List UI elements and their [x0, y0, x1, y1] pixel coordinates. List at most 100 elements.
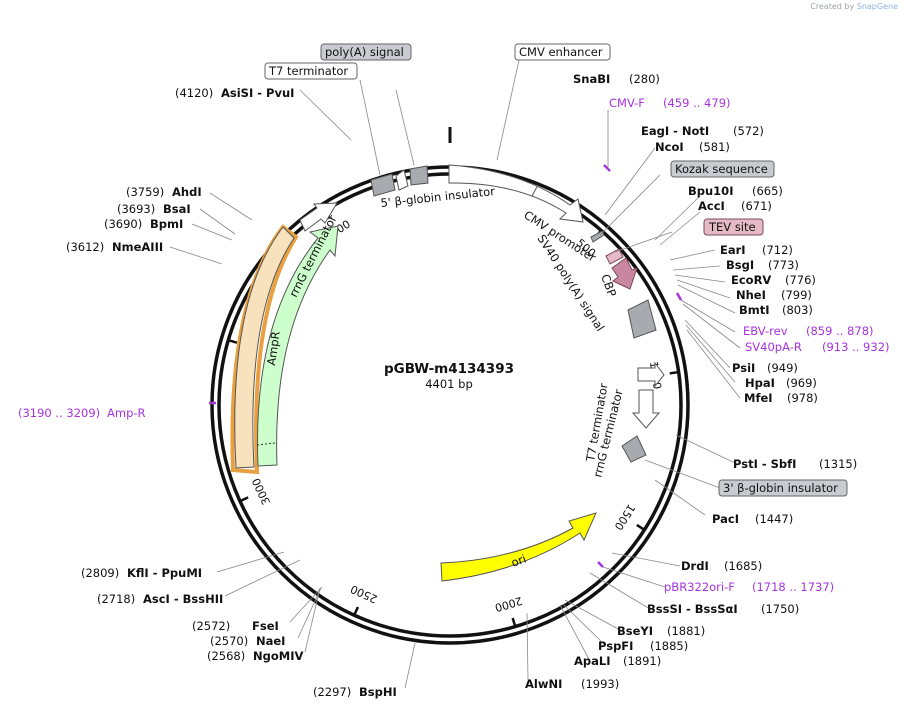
- svg-text:(2570): (2570): [210, 634, 248, 648]
- rrng-arrow-left: [299, 202, 338, 232]
- cmvenh-label: CMV enhancer: [519, 45, 603, 59]
- rrng-arrow-right: [631, 389, 661, 429]
- primer-sv40par: SV40pA-R: [745, 340, 802, 354]
- svg-text:(665): (665): [752, 184, 783, 198]
- svg-text:(1891): (1891): [623, 654, 661, 668]
- svg-text:(949): (949): [767, 361, 798, 375]
- site-drdi: DrdI: [681, 559, 709, 573]
- svg-text:(671): (671): [741, 199, 772, 213]
- svg-text:(799): (799): [781, 288, 812, 302]
- site-asci: AscI - BssHII: [143, 592, 223, 606]
- svg-text:(459 .. 479): (459 .. 479): [663, 96, 731, 110]
- site-acci: AccI: [698, 199, 725, 213]
- svg-text:(2568): (2568): [207, 649, 245, 663]
- primer-pbr322: pBR322ori-F: [664, 580, 735, 594]
- svg-text:(280): (280): [629, 72, 660, 86]
- site-bsssi: BssSI - BssSαI: [647, 602, 738, 616]
- tick-mark-1500: [636, 523, 646, 531]
- site-bsgi: BsgI: [726, 258, 754, 272]
- svg-text:(572): (572): [733, 124, 764, 138]
- primer-marks: [209, 164, 683, 568]
- bglobin5-block-b: [409, 165, 429, 186]
- svg-text:(3759): (3759): [126, 185, 164, 199]
- site-paci: PacI: [712, 512, 739, 526]
- site-eagi: EagI - NotI: [641, 124, 709, 138]
- plasmid-name: pGBW-m4134393: [384, 361, 514, 377]
- svg-text:(3190 .. 3209): (3190 .. 3209): [18, 406, 100, 420]
- cmv-arrow: [448, 164, 584, 223]
- leader-lines: [169, 59, 741, 689]
- cmvenh-box: [514, 43, 611, 61]
- ori-arrow: [440, 512, 597, 582]
- svg-text:(859 .. 878): (859 .. 878): [806, 324, 874, 338]
- features: [230, 164, 665, 582]
- svg-text:(3690): (3690): [104, 217, 142, 231]
- t7term-box: [264, 62, 358, 80]
- tick-label-1500: 1500: [612, 502, 638, 533]
- ampr-arrow: [234, 226, 295, 469]
- tick-label-2000: 2000: [493, 594, 524, 614]
- t7-arrow: [637, 361, 665, 388]
- site-ncoi: NcoI: [655, 140, 684, 154]
- polya-label: poly(A) signal: [325, 45, 404, 59]
- svg-text:(4120): (4120): [175, 86, 213, 100]
- site-ahdi: AhdI: [172, 185, 202, 199]
- plasmid-length: 4401 bp: [425, 377, 473, 391]
- ampr-label: AmpR: [264, 330, 283, 366]
- kozak-box: [670, 160, 775, 178]
- site-psii: PsiI: [732, 361, 755, 375]
- bglobin3-box: [718, 479, 848, 497]
- svg-text:(978): (978): [787, 391, 818, 405]
- snapgene-logo: SnapGene: [856, 2, 898, 11]
- svg-text:(1718 .. 1737): (1718 .. 1737): [752, 580, 834, 594]
- svg-text:(2718): (2718): [97, 592, 135, 606]
- tev-block: [605, 248, 624, 265]
- tick-mark-2000: [511, 617, 517, 627]
- svg-text:(2297): (2297): [313, 685, 351, 699]
- site-snabi: SnaBI: [573, 72, 610, 86]
- bglobin5-label: 5' β-globin insulator: [380, 184, 496, 210]
- svg-text:(3612): (3612): [66, 240, 104, 254]
- sv40-block: [627, 299, 657, 339]
- svg-text:(2572): (2572): [192, 619, 230, 633]
- tev-box: [703, 218, 764, 236]
- polya-arrow: [395, 169, 409, 191]
- polya-box: [320, 43, 412, 61]
- site-psti: PstI - SbfI: [733, 457, 796, 471]
- ampr-inner: [257, 225, 339, 467]
- site-eari: EarI: [720, 243, 746, 257]
- site-nmeaiii: NmeAIII: [112, 240, 163, 254]
- site-fsei: FseI: [252, 619, 279, 633]
- boxed-labels: poly(A) signal T7 terminator CMV enhance…: [264, 43, 848, 497]
- svg-text:(2809): (2809): [81, 566, 119, 580]
- ori-label: ori: [509, 552, 528, 570]
- site-naei: NaeI: [256, 634, 285, 648]
- svg-text:(776): (776): [785, 273, 816, 287]
- svg-text:(1881): (1881): [667, 624, 705, 638]
- svg-text:(1993): (1993): [581, 677, 619, 691]
- primer-ebvrev: EBV-rev: [743, 324, 788, 338]
- kozak-label: Kozak sequence: [675, 162, 768, 176]
- bglobin3-label: 3' β-globin insulator: [723, 481, 838, 495]
- tick-label-2500: 2500: [349, 582, 380, 605]
- svg-text:(3693): (3693): [117, 202, 155, 216]
- bglobin5-block-a: [370, 173, 396, 197]
- svg-text:(1315): (1315): [819, 457, 857, 471]
- svg-text:(1885): (1885): [650, 639, 688, 653]
- site-ngomiv: NgoMIV: [253, 649, 303, 663]
- cbp-label: CBP: [598, 272, 619, 298]
- site-alwni: AlwNI: [525, 677, 562, 691]
- site-ecorv: EcoRV: [731, 273, 771, 287]
- site-bsphi: BspHI: [359, 685, 397, 699]
- svg-text:(1685): (1685): [724, 559, 762, 573]
- site-bmti: BmtI: [739, 303, 770, 317]
- svg-text:(803): (803): [782, 303, 813, 317]
- tick-mark-3500: [227, 338, 238, 344]
- primer-cmvf: CMV-F: [609, 96, 645, 110]
- snapgene-credit: Created by SnapGene: [810, 2, 898, 11]
- tick-mark-3000: [239, 496, 249, 503]
- site-labels: SnaBI(280) EagI - NotI(572) NcoI(581) Bp…: [66, 72, 857, 699]
- bglobin3-block: [621, 435, 647, 463]
- t7term-label: T7 terminator: [268, 64, 348, 78]
